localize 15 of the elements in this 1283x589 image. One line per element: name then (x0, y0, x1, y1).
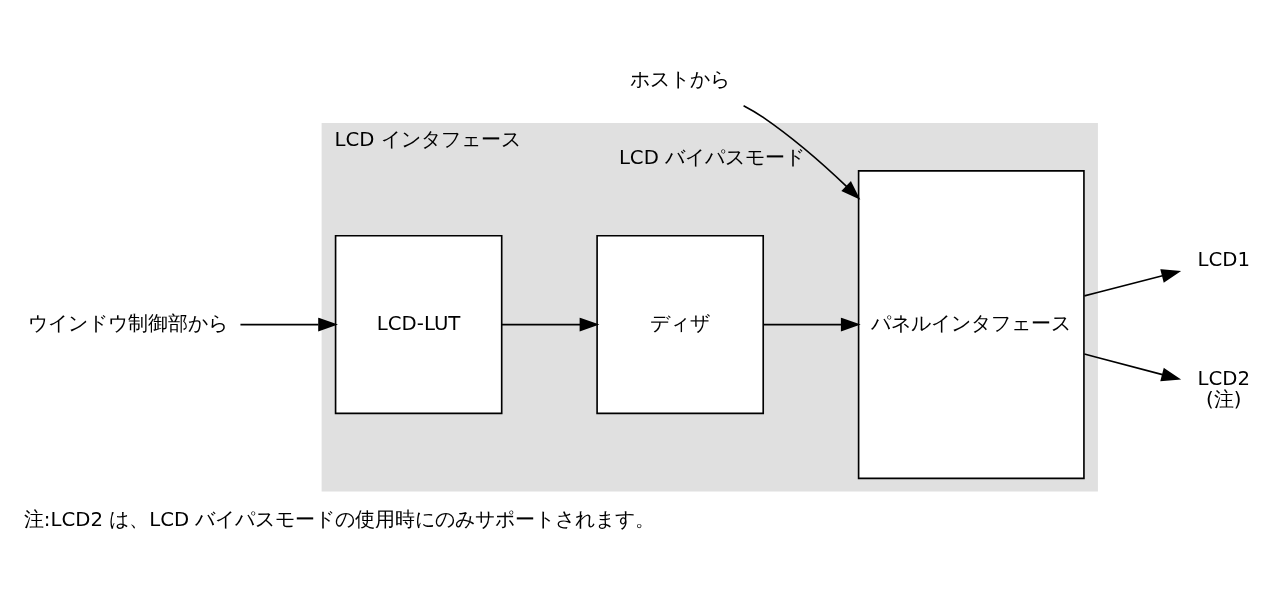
edge-label: LCD バイパスモード (618, 145, 806, 169)
node-box: LCD-LUT (334, 234, 503, 414)
arrow (1083, 268, 1182, 297)
arrow (762, 317, 861, 331)
arrow (1083, 352, 1182, 381)
node-box: パネルインタフェース (857, 169, 1085, 479)
node-text: ホストから (630, 67, 731, 91)
caption: 注:LCD2 は、LCD バイパスモードの使用時にのみサポートされます。 (23, 507, 656, 531)
node-box: ディザ (596, 234, 765, 414)
node-text: ウインドウ制御部から (27, 311, 228, 335)
arrow (742, 104, 861, 200)
node-text: LCD1 (1197, 247, 1250, 271)
arrow (239, 317, 338, 331)
arrow (501, 317, 600, 331)
node-text: LCD2 (注) (1197, 366, 1250, 411)
